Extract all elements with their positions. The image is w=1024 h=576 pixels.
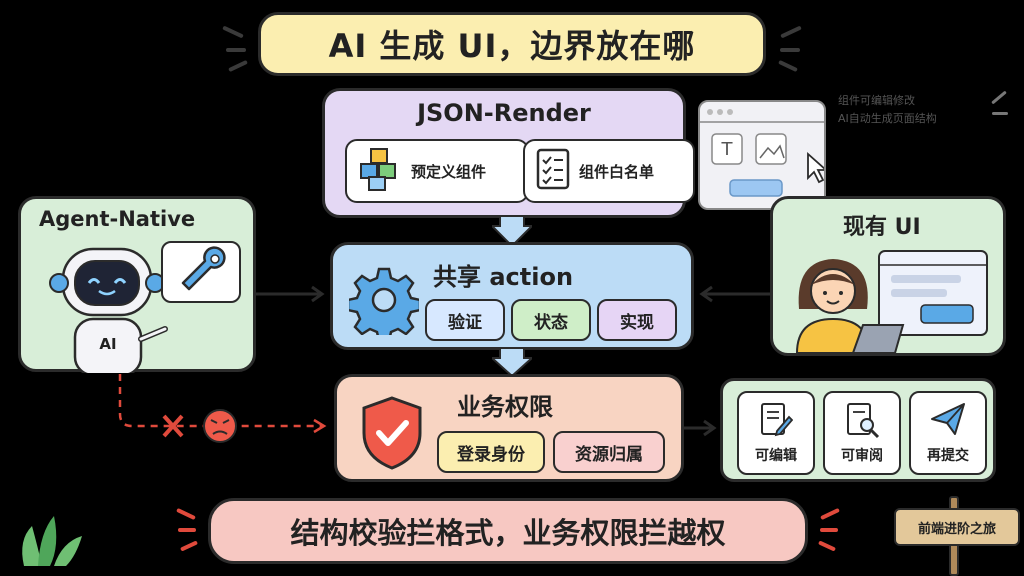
robot-label: AI [99,335,117,353]
shared-action-panel: 共享 action 验证 状态 实现 [330,242,694,350]
implement-pill: 实现 [597,299,677,341]
chip-label: 预定义组件 [411,162,487,181]
state-pill: 状态 [511,299,591,341]
arrow-left-icon [699,285,770,303]
cross-icon [162,414,184,438]
json-render-title: JSON-Render [417,99,591,127]
wireframe-note: 组件可编辑修改 AI自动生成页面结构 [838,92,958,128]
signpost-text: 前端进阶之旅 [917,521,996,537]
checklist-icon [535,147,571,195]
card-label: 可编辑 [755,448,797,464]
card-label: 可审阅 [841,448,883,464]
arrow-down-icon [492,348,532,376]
gear-icon [349,267,419,335]
agent-native-panel: Agent-Native AI [18,196,256,377]
verify-pill: 验证 [425,299,505,341]
person-at-laptop-icon [795,250,988,353]
page-title: AI 生成 UI，边界放在哪 [328,27,696,65]
existing-ui-title: 现有 UI [843,215,921,240]
pill-label: 状态 [534,312,568,333]
title-banner: AI 生成 UI，边界放在哪 [258,12,766,76]
plant-icon [22,516,82,566]
blocked-path [118,374,327,443]
card-label: 再提交 [927,448,969,464]
arrow-right-icon [684,419,717,437]
login-identity-pill: 登录身份 [437,431,545,473]
angry-face-icon [203,409,237,443]
robot-icon: AI [41,243,181,377]
component-whitelist-chip: 组件白名单 [523,139,695,203]
existing-ui-panel: 现有 UI [770,196,1006,356]
edit-document-icon [761,403,793,437]
agent-native-title: Agent-Native [39,207,196,231]
summary-text: 结构校验拦格式，业务权限拦越权 [290,516,726,550]
cubes-icon [357,146,403,196]
pill-label: 登录身份 [457,444,525,465]
json-render-panel: JSON-Render 预定义组件 组件白名单 [322,88,695,218]
pill-label: 验证 [448,312,482,333]
capabilities-panel: 可编辑 可审阅 再提交 [720,378,996,482]
summary-banner: 结构校验拦格式，业务权限拦越权 [208,498,808,564]
shield-icon [362,396,422,470]
pill-label: 实现 [620,312,654,333]
note-line: AI自动生成页面结构 [838,112,937,125]
pill-label: 资源归属 [575,444,643,465]
arrow-down-icon [492,216,532,246]
svg-text:T: T [721,139,734,160]
note-line: 组件可编辑修改 [838,94,915,107]
resource-ownership-pill: 资源归属 [553,431,665,473]
business-permission-title: 业务权限 [457,393,553,421]
signpost: 前端进阶之旅 [894,496,1020,576]
business-permission-panel: 业务权限 登录身份 资源归属 [334,374,684,482]
editable-card: 可编辑 [737,391,815,475]
arrow-right-icon [256,285,325,303]
predefined-components-chip: 预定义组件 [345,139,529,203]
wrench-bubble [161,241,241,303]
wrench-icon [181,246,226,291]
wireframe-window: T [698,100,829,210]
review-document-icon [847,403,880,439]
reviewable-card: 可审阅 [823,391,901,475]
chip-label: 组件白名单 [579,162,655,181]
shared-action-title: 共享 action [433,263,574,291]
paper-plane-icon [931,403,965,435]
signpost-board: 前端进阶之旅 [894,508,1020,546]
resubmit-card: 再提交 [909,391,987,475]
